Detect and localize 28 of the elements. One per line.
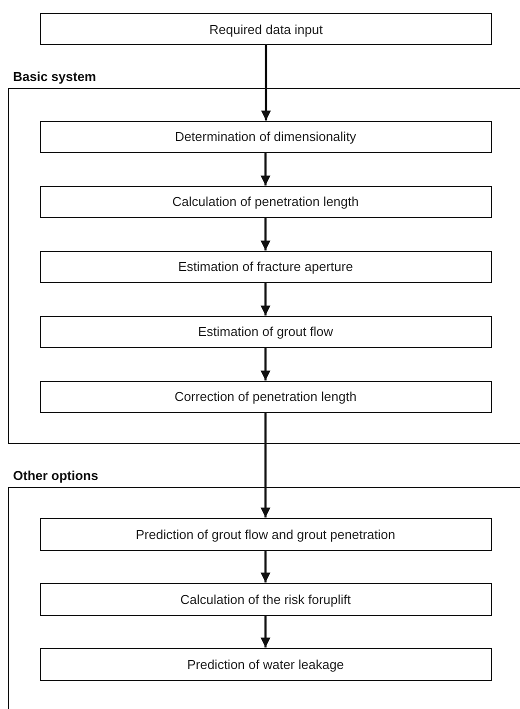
- process-box: [40, 380, 492, 412]
- arrow: [260, 412, 270, 518]
- step-label: Prediction of grout flow and grout penetration: [136, 526, 396, 542]
- process-box: [40, 582, 492, 616]
- arrow: [260, 282, 270, 316]
- step-label: Required data input: [209, 22, 323, 36]
- process-box: [40, 316, 492, 348]
- arrow: [260, 152, 270, 186]
- process-box: [40, 120, 492, 152]
- group-heading: Basic system: [13, 69, 96, 84]
- group-heading: Other options: [13, 468, 98, 483]
- step-label: Estimation of grout flow: [198, 324, 334, 339]
- arrow: [260, 616, 270, 648]
- process-box: [40, 186, 492, 218]
- arrow: [261, 45, 271, 120]
- step-label: Calculation of the risk foruplift: [180, 592, 351, 606]
- process-box: [40, 250, 492, 282]
- step-label: Estimation of fracture aperture: [178, 259, 353, 274]
- process-box: [40, 518, 492, 550]
- step-label: Determination of dimensionality: [174, 129, 356, 144]
- process-box: [40, 13, 492, 45]
- step-label: Correction of penetration length: [174, 389, 357, 404]
- step-label: Prediction of water leakage: [187, 656, 344, 672]
- process-box: [40, 648, 492, 680]
- arrow: [260, 218, 270, 250]
- arrow: [260, 550, 270, 582]
- step-label: Calculation of penetration length: [172, 194, 359, 209]
- arrow: [260, 348, 270, 380]
